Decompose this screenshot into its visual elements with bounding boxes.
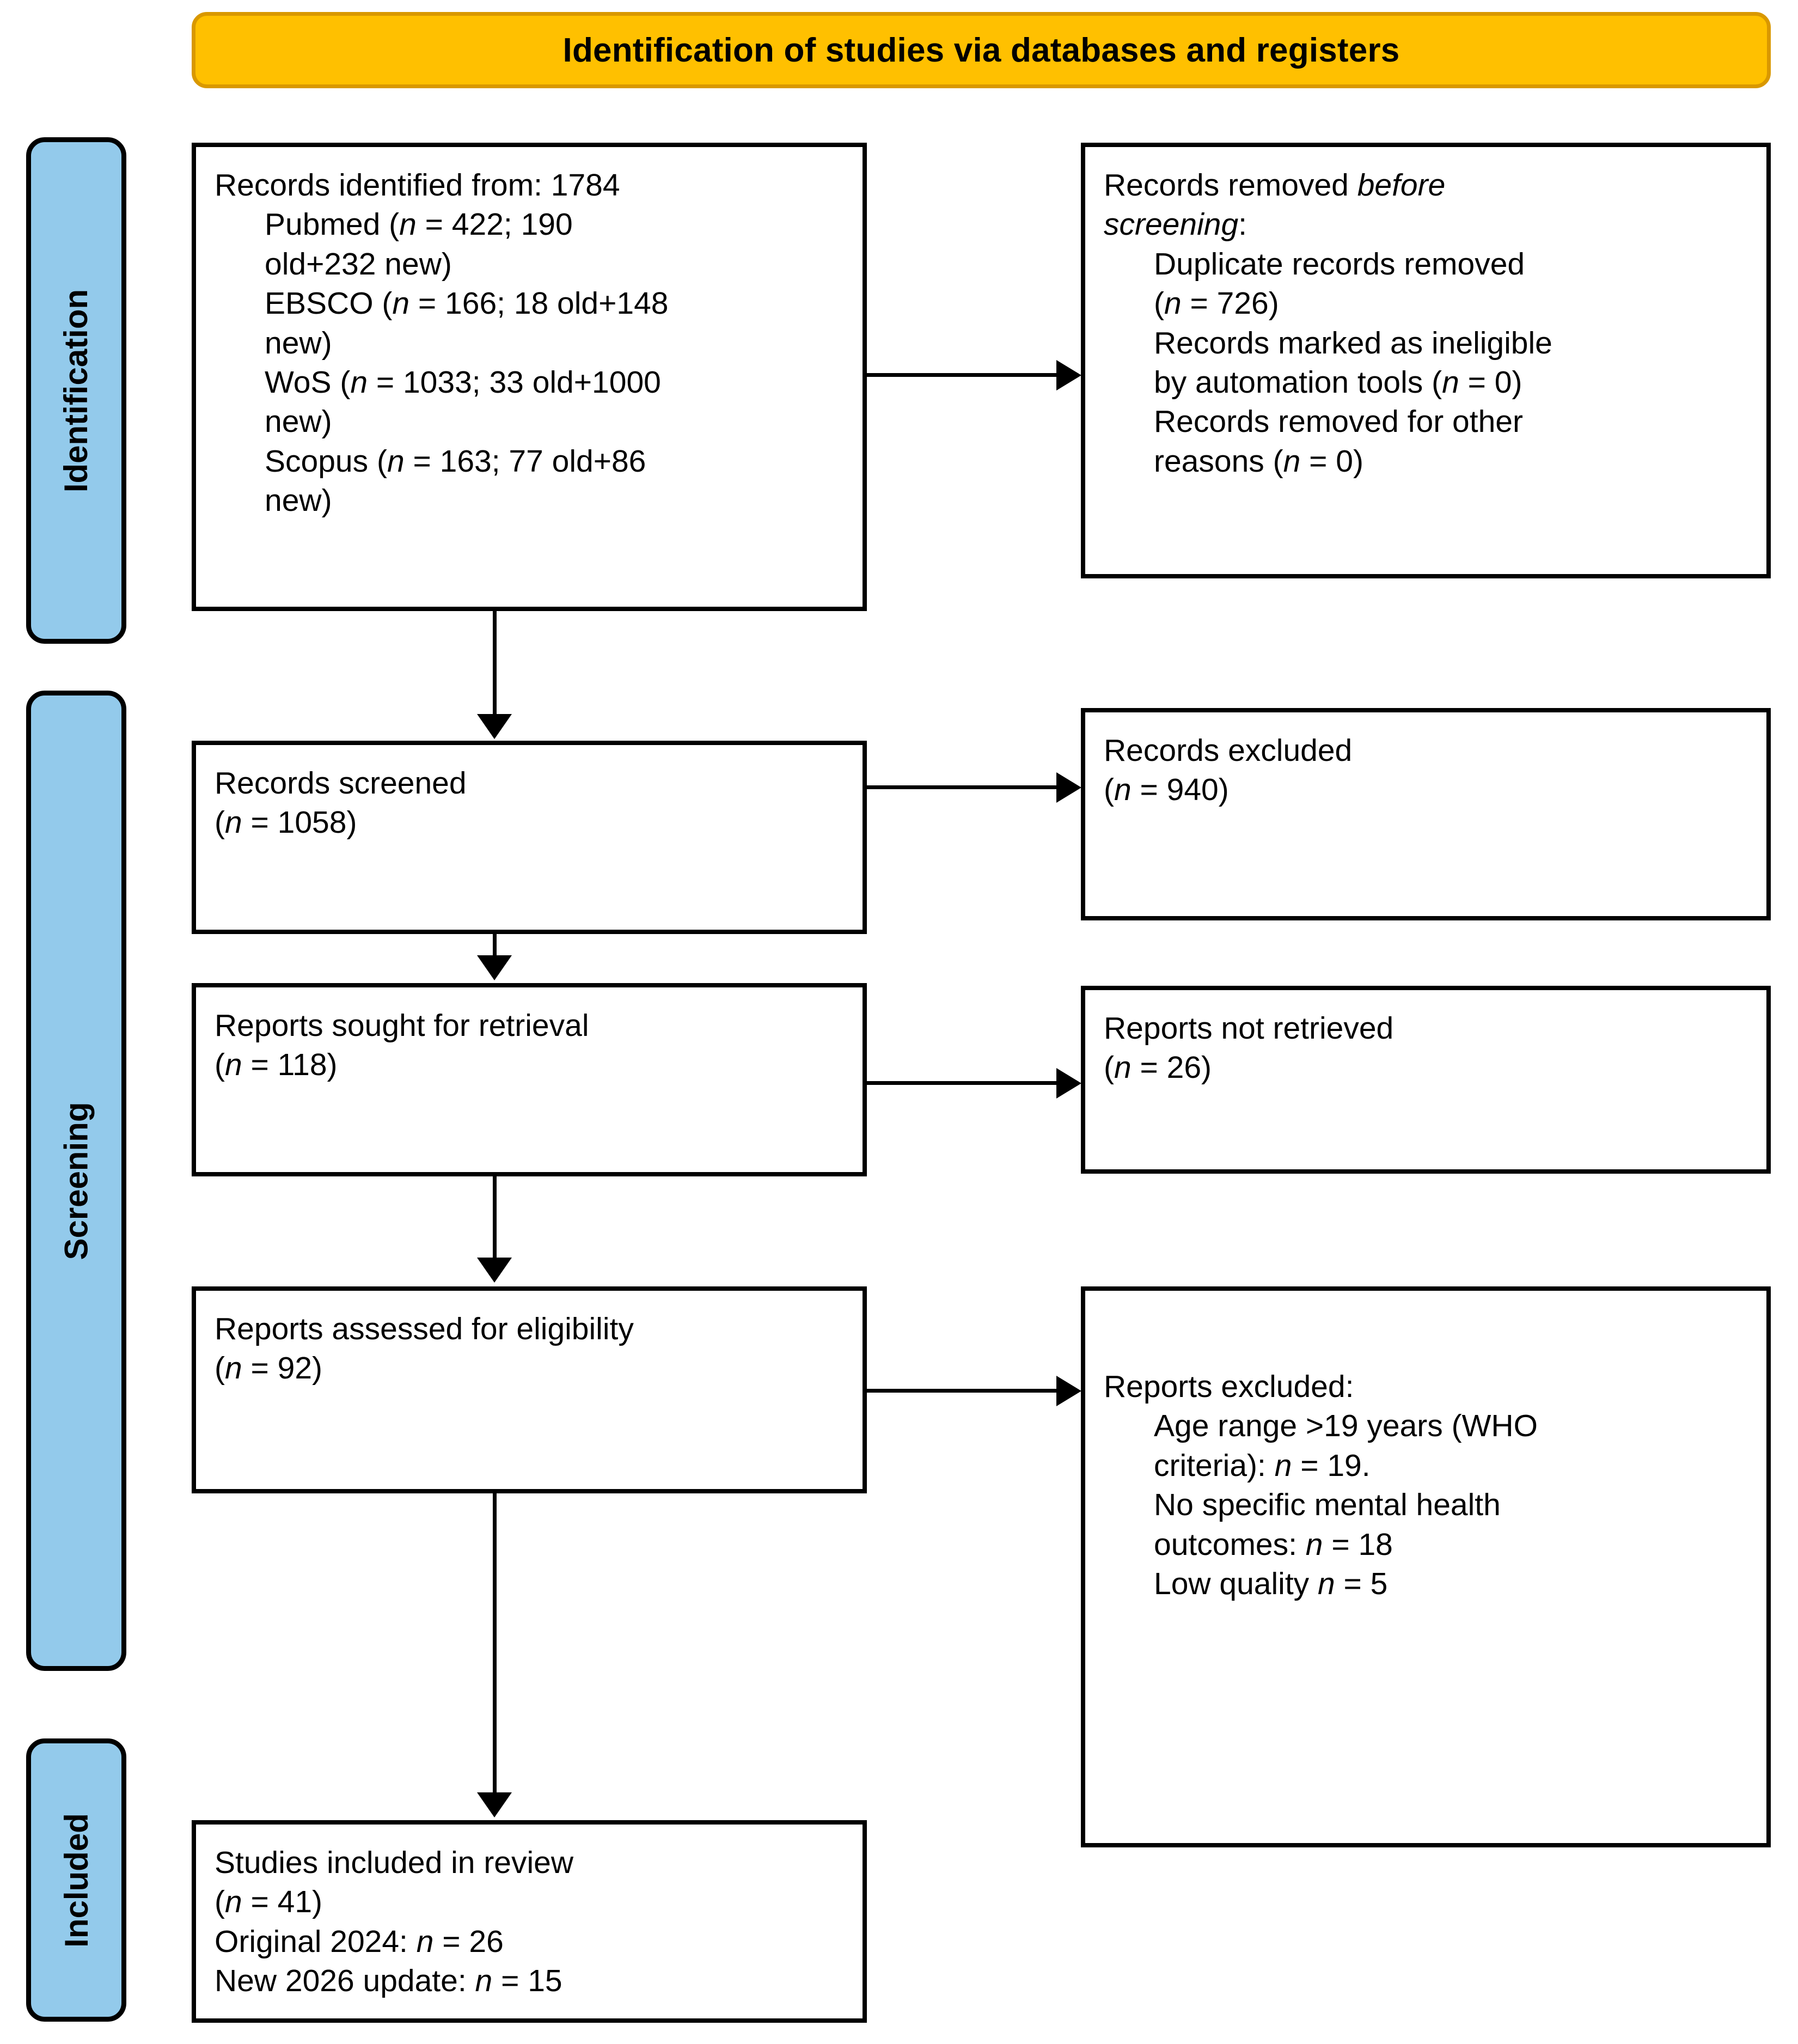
- source-ebsco-cont: new): [265, 325, 332, 361]
- studies-original-2024: Original 2024: n = 26: [215, 1924, 504, 1959]
- reason-age-range-count: criteria): n = 19.: [1154, 1448, 1371, 1483]
- source-scopus: Scopus (n = 163; 77 old+86: [265, 443, 646, 479]
- arrow-assessed-to-reports-excluded: [867, 1376, 1081, 1406]
- duplicates-removed: Duplicate records removed: [1154, 246, 1525, 282]
- source-pubmed: Pubmed (n = 422; 190: [265, 207, 573, 242]
- arrow-screened-to-sought: [477, 934, 512, 980]
- reports-sought-label: Reports sought for retrieval: [215, 1008, 589, 1043]
- phase-tab-screening: Screening: [26, 691, 126, 1671]
- reports-assessed-label: Reports assessed for eligibility: [215, 1311, 634, 1346]
- box-reports-excluded-reasons: Reports excluded: Age range >19 years (W…: [1081, 1286, 1771, 1847]
- records-excluded-count: (n = 940): [1104, 772, 1229, 808]
- studies-new-2026-update: New 2026 update: n = 15: [215, 1963, 562, 1999]
- source-wos-cont: new): [265, 404, 332, 440]
- reason-no-mental-health-outcomes-count: outcomes: n = 18: [1154, 1527, 1393, 1562]
- arrow-sought-to-not-retrieved: [867, 1068, 1081, 1099]
- reports-sought-count: (n = 118): [215, 1047, 338, 1083]
- arrow-identified-to-screened: [477, 611, 512, 739]
- arrow-screened-to-excluded: [867, 772, 1081, 803]
- box-records-excluded: Records excluded (n = 940): [1081, 708, 1771, 920]
- box-reports-assessed: Reports assessed for eligibility (n = 92…: [192, 1286, 867, 1493]
- studies-included-count: (n = 41): [215, 1884, 323, 1920]
- reports-excluded-heading: Reports excluded:: [1104, 1369, 1354, 1404]
- box-records-identified: Records identified from: 1784 Pubmed (n …: [192, 143, 867, 611]
- phase-tab-included: Included: [26, 1738, 126, 2022]
- diagram-header-banner: Identification of studies via databases …: [192, 12, 1771, 88]
- source-scopus-cont: new): [265, 483, 332, 518]
- diagram-title: Identification of studies via databases …: [562, 31, 1400, 69]
- records-identified-total: Records identified from: 1784: [215, 168, 620, 203]
- box-studies-included: Studies included in review (n = 41) Orig…: [192, 1820, 867, 2023]
- reports-not-retrieved-count: (n = 26): [1104, 1050, 1212, 1085]
- reports-assessed-count: (n = 92): [215, 1351, 323, 1386]
- phase-label-identification: Identification: [58, 289, 95, 492]
- removed-other-reasons: Records removed for other: [1154, 404, 1523, 440]
- reason-low-quality: Low quality n = 5: [1154, 1566, 1388, 1601]
- reports-not-retrieved-label: Reports not retrieved: [1104, 1011, 1394, 1046]
- arrow-identified-to-removed: [867, 360, 1081, 391]
- box-records-screened: Records screened (n = 1058): [192, 741, 867, 934]
- source-wos: WoS (n = 1033; 33 old+1000: [265, 364, 661, 400]
- phase-label-included: Included: [58, 1813, 95, 1948]
- records-removed-heading-line1: Records removed before: [1104, 168, 1446, 203]
- duplicates-removed-count: (n = 726): [1154, 286, 1279, 321]
- records-screened-count: (n = 1058): [215, 805, 357, 840]
- records-screened-label: Records screened: [215, 766, 467, 801]
- automation-ineligible-count: by automation tools (n = 0): [1154, 364, 1522, 400]
- box-reports-not-retrieved: Reports not retrieved (n = 26): [1081, 986, 1771, 1174]
- source-pubmed-cont: old+232 new): [265, 246, 452, 282]
- box-records-removed: Records removed before screening: Duplic…: [1081, 143, 1771, 578]
- reason-age-range: Age range >19 years (WHO: [1154, 1408, 1538, 1444]
- records-excluded-label: Records excluded: [1104, 733, 1353, 768]
- studies-included-label: Studies included in review: [215, 1845, 574, 1880]
- source-ebsco: EBSCO (n = 166; 18 old+148: [265, 286, 669, 321]
- reason-no-mental-health-outcomes: No specific mental health: [1154, 1487, 1501, 1523]
- removed-other-reasons-count: reasons (n = 0): [1154, 443, 1363, 479]
- automation-ineligible: Records marked as ineligible: [1154, 325, 1552, 361]
- arrow-assessed-to-included: [477, 1493, 512, 1817]
- phase-tab-identification: Identification: [26, 137, 126, 644]
- arrow-sought-to-assessed: [477, 1176, 512, 1283]
- box-reports-sought: Reports sought for retrieval (n = 118): [192, 983, 867, 1176]
- records-removed-heading-line2: screening:: [1104, 207, 1247, 242]
- phase-label-screening: Screening: [58, 1101, 95, 1260]
